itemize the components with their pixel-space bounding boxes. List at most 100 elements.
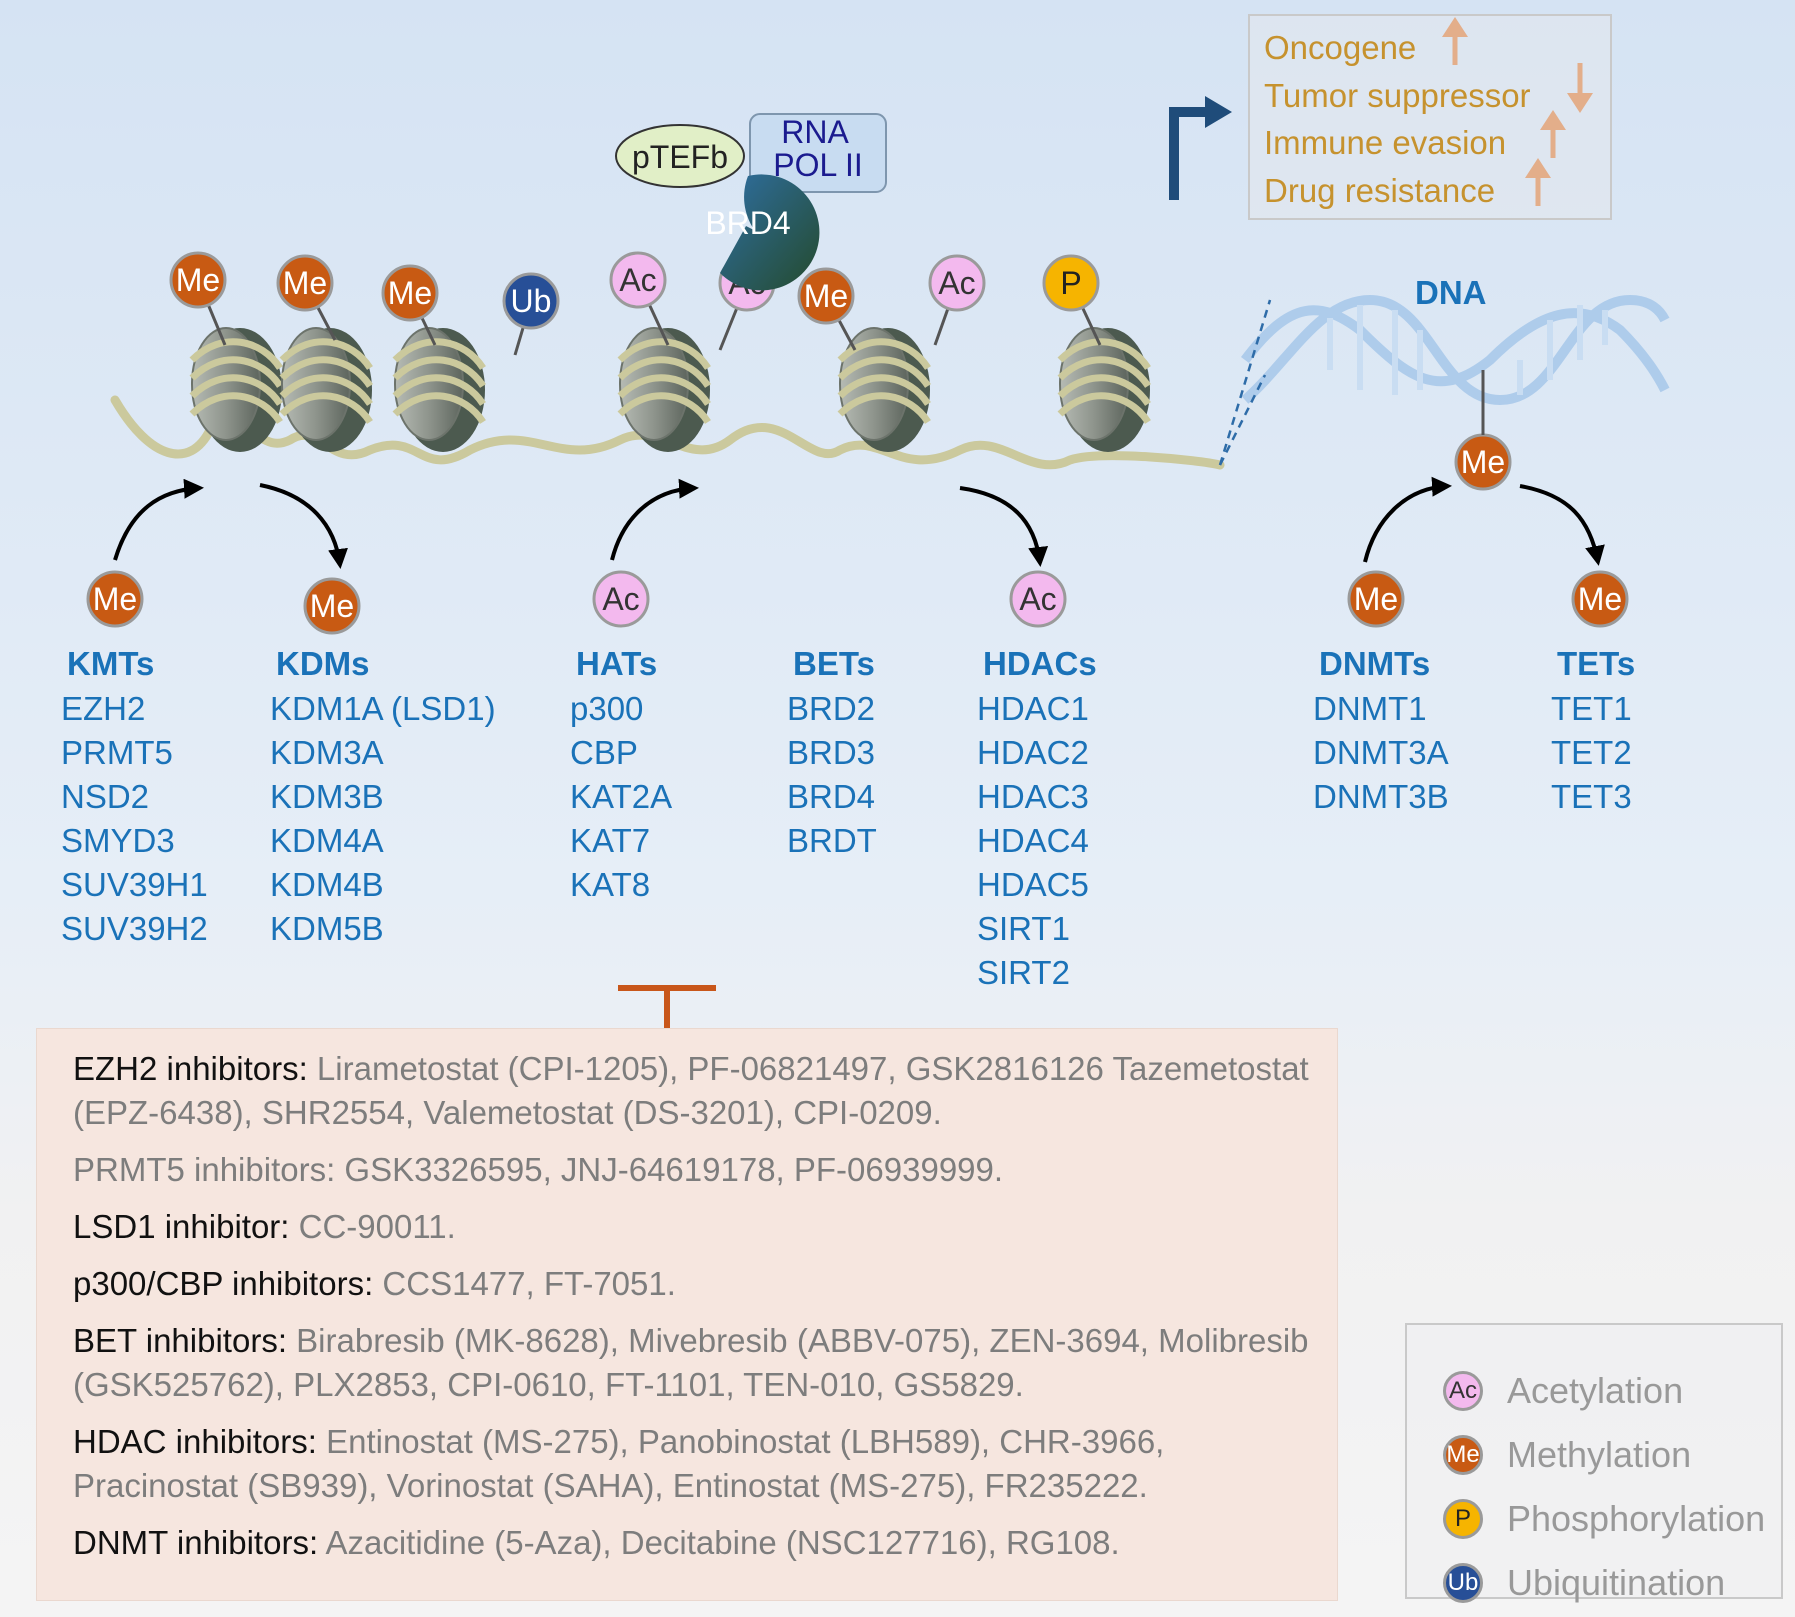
enzyme-item: p300	[570, 690, 644, 727]
enzyme-item: KAT8	[570, 866, 651, 903]
ubiquitination-icon: Ub	[1443, 1563, 1483, 1603]
enzyme-item: SUV39H1	[61, 866, 208, 903]
outcome-oncogene: Oncogene	[1264, 29, 1417, 66]
svg-text:Ac: Ac	[1019, 581, 1056, 617]
inhibitor-text: Birabresib (MK-8628), Mivebresib (ABBV-0…	[73, 1322, 1309, 1403]
brd4-label: BRD4	[705, 205, 790, 241]
outcome-tumor-suppressor: Tumor suppressor	[1264, 77, 1531, 114]
enzyme-item: TET3	[1551, 778, 1632, 815]
methylation-icon: Me	[1443, 1435, 1483, 1475]
enzyme-item: KDM3A	[270, 734, 384, 771]
enzyme-item: BRDT	[787, 822, 877, 859]
rna-pol-ii-line1: RNA	[781, 114, 849, 150]
methylation-mark-icon: Me	[1571, 570, 1629, 628]
enzyme-item: CBP	[570, 734, 638, 771]
inhibitor-label: EZH2 inhibitors:	[73, 1050, 308, 1087]
svg-text:Me: Me	[176, 262, 220, 298]
legend-acetylation: Ac Acetylation	[1443, 1361, 1683, 1421]
svg-text:Ac: Ac	[619, 262, 656, 298]
inhibitor-text: Lirametostat (CPI-1205), PF-06821497, GS…	[73, 1050, 1309, 1131]
enzyme-item: SIRT1	[977, 910, 1070, 947]
inhibitor-row-p300-cbp: p300/CBP inhibitors: CCS1477, FT-7051.	[73, 1262, 1337, 1306]
tet-arrow	[1519, 484, 1605, 566]
legend-ubiquitination: Ub Ubiquitination	[1443, 1553, 1725, 1613]
inhibitor-text: Entinostat (MS-275), Panobinostat (LBH58…	[73, 1423, 1165, 1504]
group-title: TETs	[1557, 645, 1636, 682]
methylation-mark-icon: Me	[169, 251, 227, 309]
group-title: KMTs	[67, 645, 155, 682]
enzyme-item: BRD4	[787, 778, 876, 815]
svg-text:Ub: Ub	[511, 283, 552, 319]
enzyme-item: KDM4A	[270, 822, 384, 859]
arrow-down-icon	[1567, 63, 1593, 113]
methylation-mark-icon: Me	[303, 577, 361, 635]
svg-text:Me: Me	[388, 275, 432, 311]
methylation-mark-icon: Me	[276, 254, 334, 312]
enzyme-item: KDM5B	[270, 910, 384, 947]
dna-label: DNA	[1415, 274, 1487, 311]
outcomes-box: Oncogene Tumor suppressor Immune evasion…	[1248, 14, 1612, 220]
legend: Ac Acetylation Me Methylation P Phosphor…	[1405, 1323, 1783, 1603]
enzyme-item: HDAC2	[977, 734, 1089, 771]
enzyme-item: SIRT2	[977, 954, 1070, 991]
ubiquitination-mark-icon: Ub	[502, 272, 560, 330]
arrow-up-icon	[1525, 158, 1551, 206]
enzyme-item: HDAC3	[977, 778, 1089, 815]
zoom-line	[1218, 374, 1267, 466]
enzyme-item: BRD3	[787, 734, 876, 771]
enzyme-item: DNMT3B	[1313, 778, 1449, 815]
transcription-start-arrow-icon	[1169, 107, 1210, 200]
kdm-arrow	[259, 483, 348, 569]
acetylation-mark-icon: Ac	[1009, 570, 1067, 628]
inhibitor-row-dnmt: DNMT inhibitors: Azacitidine (5-Aza), De…	[73, 1521, 1337, 1565]
arrow-up-icon	[1540, 110, 1566, 158]
hdac-arrow	[959, 486, 1049, 567]
brd4-pacman	[720, 174, 820, 291]
svg-text:Me: Me	[93, 581, 137, 617]
methylation-mark-icon: Me	[797, 267, 855, 325]
inhibitor-text: CC-90011.	[289, 1208, 456, 1245]
group-title: KDMs	[276, 645, 370, 682]
inhibitor-text: CCS1477, FT-7051.	[373, 1265, 676, 1302]
methylation-mark-icon: Me	[86, 570, 144, 628]
nucleosome-icon	[1057, 327, 1151, 452]
enzyme-item: EZH2	[61, 690, 146, 727]
enzyme-item: TET1	[1551, 690, 1632, 727]
dna-helix-icon	[1241, 294, 1670, 406]
phosphorylation-icon: P	[1443, 1499, 1483, 1539]
inhibitor-label: DNMT inhibitors:	[73, 1524, 319, 1561]
inhibitor-label: BET inhibitors:	[73, 1322, 287, 1359]
svg-text:Me: Me	[310, 588, 354, 624]
svg-text:Me: Me	[1578, 581, 1622, 617]
rna-pol-ii-line2: POL II	[773, 147, 863, 183]
acetylation-mark-icon: Ac	[609, 251, 667, 309]
inhibitor-label: HDAC inhibitors:	[73, 1423, 317, 1460]
group-title: HDACs	[983, 645, 1097, 682]
ptefb-label: pTEFb	[632, 139, 728, 175]
enzyme-item: PRMT5	[61, 734, 173, 771]
arrow-up-icon	[1442, 17, 1468, 65]
enzyme-item: SMYD3	[61, 822, 175, 859]
kmt-arrow	[113, 478, 204, 561]
group-title: HATs	[576, 645, 658, 682]
svg-text:Ac: Ac	[938, 265, 975, 301]
outcome-immune-evasion: Immune evasion	[1264, 124, 1507, 161]
enzyme-item: KDM3B	[270, 778, 384, 815]
ptefb-ellipse	[615, 124, 745, 188]
inhibitor-text: PRMT5 inhibitors: GSK3326595, JNJ-646191…	[73, 1151, 1004, 1188]
inhibitor-text: Azacitidine (5-Aza), Decitabine (NSC1277…	[318, 1524, 1120, 1561]
inhibitor-row-bet: BET inhibitors: Birabresib (MK-8628), Mi…	[73, 1319, 1337, 1407]
rna-pol-ii-box	[749, 113, 887, 193]
enzyme-item: HDAC4	[977, 822, 1089, 859]
